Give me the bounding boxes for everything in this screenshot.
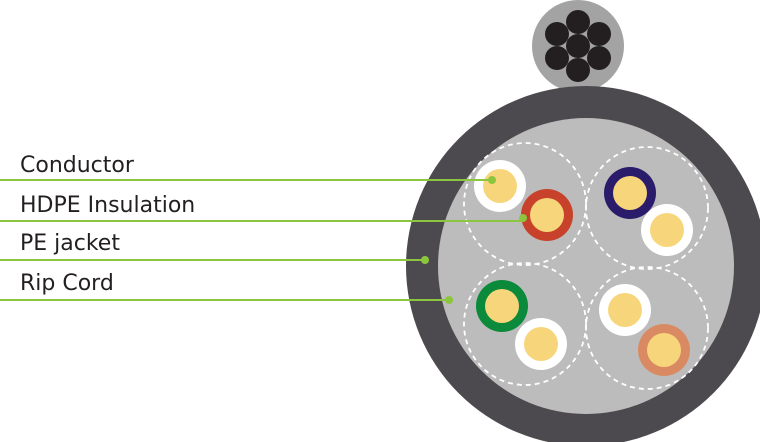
- leader-dot-conductor: [488, 176, 496, 184]
- cable-core-filler: [438, 118, 734, 414]
- pair-separator-top-right: [585, 146, 709, 270]
- messenger-strand: [566, 58, 590, 82]
- pair-blue: [604, 167, 693, 256]
- leader-lines: [0, 179, 523, 301]
- leader-dot-rip-cord: [445, 296, 453, 304]
- pair-green: [476, 280, 567, 370]
- conductor: [608, 293, 642, 327]
- pair-separator-top-left: [463, 142, 587, 266]
- label-hdpe-insulation: HDPE Insulation: [20, 193, 196, 218]
- conductor: [647, 333, 681, 367]
- leader-dot-jacket: [421, 256, 429, 264]
- pair-separator-bottom-left: [463, 262, 587, 386]
- leader-dot-insulation: [519, 214, 527, 222]
- conductor: [530, 198, 564, 232]
- messenger-strand: [545, 22, 569, 46]
- conductor: [613, 176, 647, 210]
- pair-brown: [599, 284, 690, 376]
- pair-orange: [474, 160, 573, 241]
- label-pe-jacket: PE jacket: [20, 231, 120, 256]
- conductor: [524, 327, 558, 361]
- pair-separators: [463, 142, 709, 390]
- messenger-wire: [532, 0, 624, 92]
- leader-dots: [421, 176, 527, 304]
- messenger-strand: [587, 46, 611, 70]
- conductor: [650, 213, 684, 247]
- label-rip-cord: Rip Cord: [20, 271, 114, 296]
- messenger-strand-center: [566, 34, 590, 58]
- label-conductor: Conductor: [20, 153, 134, 178]
- messenger-strand: [566, 10, 590, 34]
- conductor: [485, 289, 519, 323]
- pair-separator-bottom-right: [585, 266, 709, 390]
- messenger-strand: [545, 46, 569, 70]
- conductor: [483, 169, 517, 203]
- messenger-strand: [587, 22, 611, 46]
